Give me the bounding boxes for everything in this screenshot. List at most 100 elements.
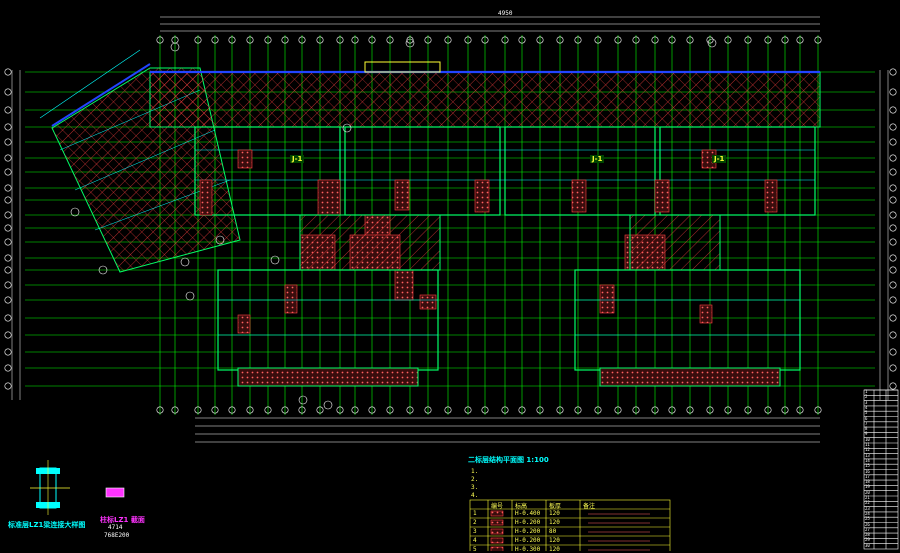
wet-slab xyxy=(419,294,437,310)
axis-bubble xyxy=(481,36,489,44)
unit-tag-1: J-1 xyxy=(290,155,305,163)
axis-bubble xyxy=(796,406,804,414)
axis-bubble xyxy=(444,36,452,44)
axis-bubble xyxy=(574,406,582,414)
axis-bubble xyxy=(4,364,12,372)
wet-slab xyxy=(317,179,341,216)
axis-bubble xyxy=(889,88,897,96)
note-2: 2. xyxy=(471,476,479,483)
wet-slab xyxy=(394,269,414,301)
axis-bubble xyxy=(889,184,897,192)
axis-bubble xyxy=(298,36,306,44)
axis-bubble xyxy=(4,184,12,192)
index-cell: 4 xyxy=(865,404,868,410)
legend-cell: 120 xyxy=(549,519,560,526)
axis-bubble xyxy=(4,296,12,304)
axis-bubble xyxy=(444,406,452,414)
index-cell: 25 xyxy=(865,516,870,522)
section-callouts xyxy=(70,38,717,410)
axis-bubble xyxy=(889,364,897,372)
wet-slab xyxy=(764,179,778,213)
axis-bubble xyxy=(556,36,564,44)
axis-bubble xyxy=(889,254,897,262)
wet-slab xyxy=(654,179,670,213)
index-cell: 1 xyxy=(865,389,868,394)
index-cell: 11 xyxy=(865,442,870,447)
index-cell: 26 xyxy=(865,521,870,527)
axis-bubble xyxy=(764,406,772,414)
index-cell: 14 xyxy=(865,457,870,463)
index-cell: 22 xyxy=(865,500,870,506)
index-cell: 27 xyxy=(865,526,870,532)
axis-bubble xyxy=(814,36,822,44)
column-connection-detail xyxy=(30,460,70,515)
axis-bubble xyxy=(889,224,897,232)
axis-bubble xyxy=(481,406,489,414)
index-cell: 10 xyxy=(865,436,870,442)
axis-bubble xyxy=(764,36,772,44)
legend-cell: H-0.200 xyxy=(515,537,541,544)
axis-bubble xyxy=(4,266,12,274)
index-cell: 7 xyxy=(865,420,868,426)
legend-cell: 120 xyxy=(549,546,560,553)
axis-bubble xyxy=(686,36,694,44)
legend-header: 编号 xyxy=(491,503,504,510)
axis-bubble xyxy=(211,36,219,44)
axis-bubble xyxy=(796,36,804,44)
axis-bubble xyxy=(889,281,897,289)
axis-bubble xyxy=(4,281,12,289)
legend-header: 标高 xyxy=(515,503,528,510)
axis-bubble xyxy=(316,36,324,44)
axis-bubble xyxy=(4,88,12,96)
legend-cell: 5 xyxy=(473,546,477,553)
axis-bubble xyxy=(889,314,897,322)
axis-bubble xyxy=(4,138,12,146)
index-cell: 28 xyxy=(865,532,870,538)
legend-cell: 120 xyxy=(549,537,560,544)
axis-bubble xyxy=(281,406,289,414)
axis-bubble xyxy=(351,36,359,44)
plan-title: 二标层结构平面图 1:100 xyxy=(468,456,549,464)
index-cell: 6 xyxy=(865,415,868,421)
legend-cell: H-0.300 xyxy=(515,546,541,553)
axis-bubble xyxy=(744,36,752,44)
legend-swatch xyxy=(490,528,504,535)
note-3: 3. xyxy=(471,484,479,491)
legend-swatch xyxy=(490,537,504,544)
index-cell: 30 xyxy=(865,542,870,548)
index-cell: 29 xyxy=(865,537,870,543)
axis-bubble xyxy=(686,406,694,414)
axis-bubble xyxy=(536,406,544,414)
axis-bubble xyxy=(536,36,544,44)
index-cell: 8 xyxy=(865,426,868,432)
axis-bubble xyxy=(351,406,359,414)
axis-bubble xyxy=(889,68,897,76)
note-1: 1. xyxy=(471,468,479,475)
axis-bubble xyxy=(781,36,789,44)
index-cell: 5 xyxy=(865,410,868,416)
index-cell: 24 xyxy=(865,510,870,516)
axis-bubble xyxy=(464,406,472,414)
wet-slab xyxy=(237,314,251,334)
axis-bubble xyxy=(651,406,659,414)
drawing-index-table xyxy=(863,389,899,550)
axis-bubble xyxy=(464,36,472,44)
axis-bubble xyxy=(614,406,622,414)
axis-bubble xyxy=(406,406,414,414)
legend-header: 板厚 xyxy=(549,503,562,510)
legend-cell: 80 xyxy=(549,528,557,535)
axis-bubble xyxy=(4,211,12,219)
axis-bubble xyxy=(518,406,526,414)
legend-cell: H-0.400 xyxy=(515,510,541,517)
legend-cell: 1 xyxy=(473,510,477,517)
index-cell: 16 xyxy=(865,468,870,474)
index-cell: 21 xyxy=(865,495,870,500)
axis-bubble xyxy=(281,36,289,44)
axis-bubble xyxy=(889,382,897,390)
axis-bubble xyxy=(171,406,179,414)
column-tag: 柱标LZ1 截面 xyxy=(100,516,145,524)
axis-bubble xyxy=(889,331,897,339)
axis-bubble xyxy=(386,406,394,414)
axis-bubble xyxy=(4,348,12,356)
